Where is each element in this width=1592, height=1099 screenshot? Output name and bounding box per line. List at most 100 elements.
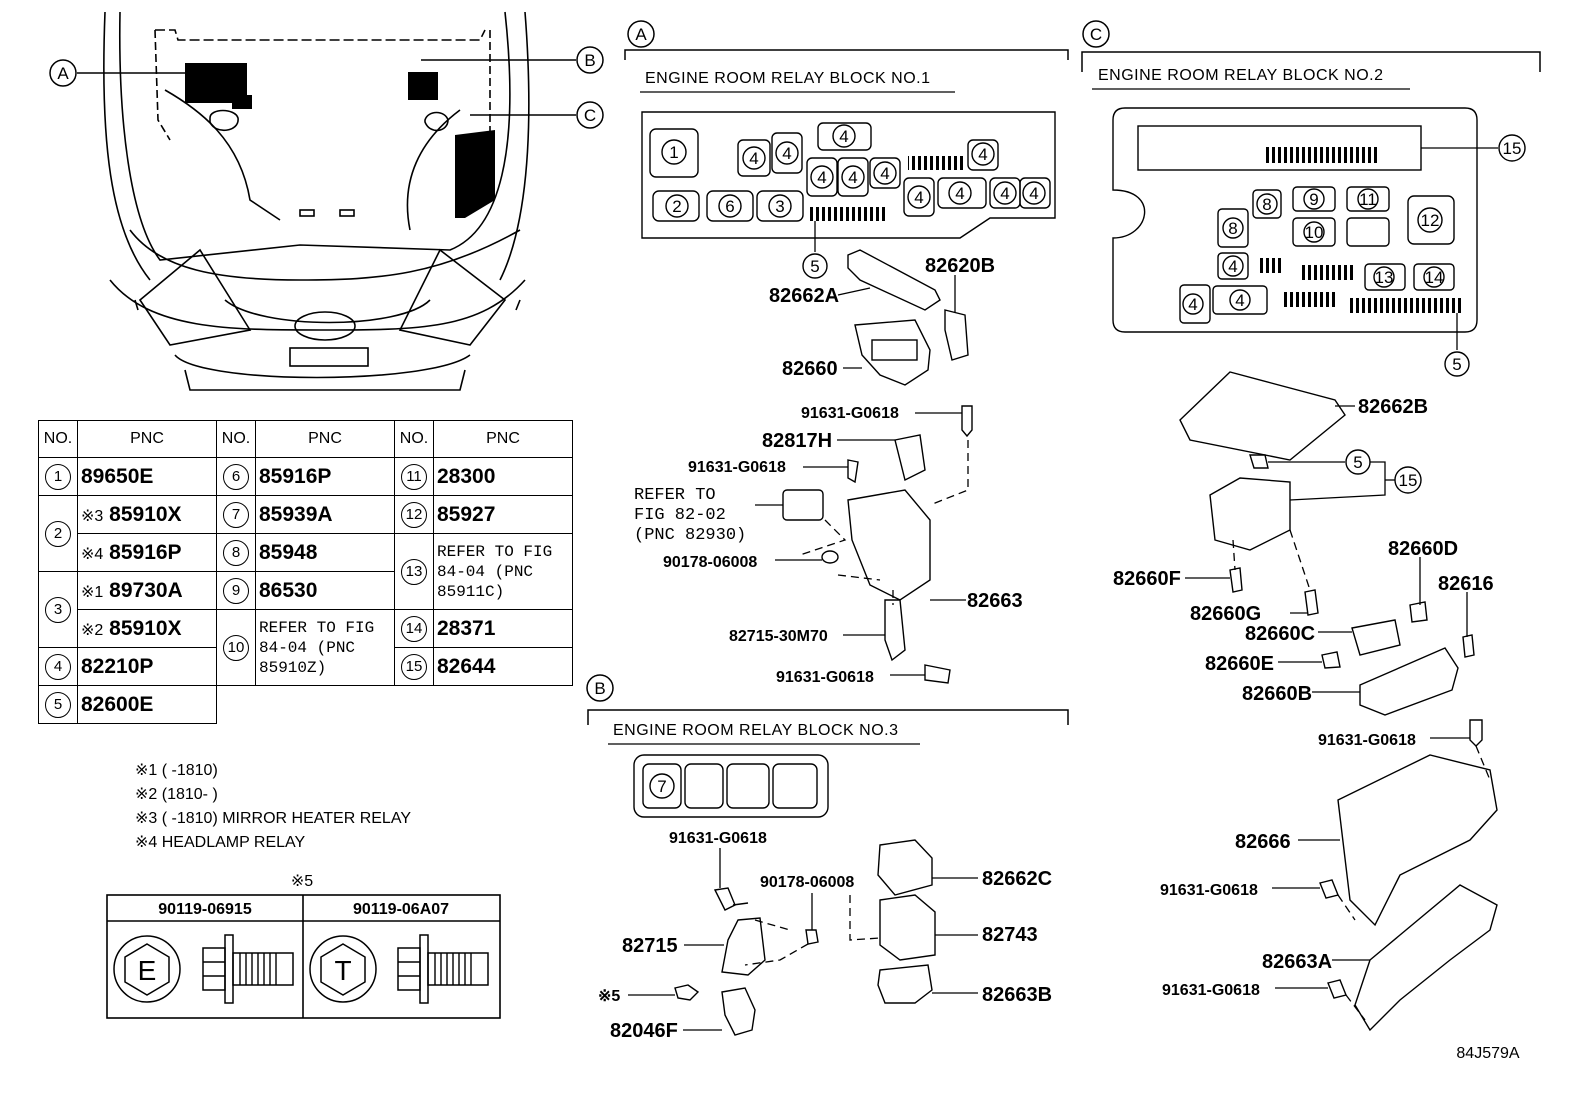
- svg-text:4: 4: [978, 145, 987, 164]
- label-82662C: 82662C: [982, 868, 1052, 890]
- row-no-11: 11: [394, 457, 434, 496]
- callout-b-vehicle: B: [576, 46, 604, 74]
- label-82715-30M70: 82715-30M70: [729, 628, 828, 645]
- label-90178-06008-b: 90178-06008: [760, 874, 854, 891]
- note-3: ※3 ( -1810) MIRROR HEATER RELAY: [135, 810, 411, 827]
- pnc-14: 28371: [433, 609, 573, 648]
- label-91631-G0618-c1: 91631-G0618: [1318, 732, 1416, 749]
- relay-block-no1-layout: [641, 111, 1056, 239]
- svg-text:4: 4: [1029, 184, 1038, 203]
- header-no: NO.: [394, 420, 434, 458]
- svg-text:B: B: [584, 51, 595, 70]
- figure-code: 84J579A: [1456, 1045, 1519, 1062]
- pnc-3b: ※2 85910X: [77, 609, 217, 648]
- bolt-table-title: ※5: [291, 873, 313, 890]
- header-pnc: PNC: [433, 420, 573, 458]
- label-82666: 82666: [1235, 831, 1291, 853]
- pnc-9: 86530: [255, 571, 395, 610]
- label-91631-G0618-a2: 91631-G0618: [688, 459, 786, 476]
- callout-5-c-cover: 5: [1345, 449, 1371, 475]
- row-no-5: 5: [38, 685, 78, 724]
- label-82660B: 82660B: [1242, 683, 1312, 705]
- section-a: A ENGINE ROOM RELAY BLOCK NO.1: [624, 20, 1069, 686]
- fuse-row: [908, 156, 963, 170]
- svg-text:3: 3: [775, 197, 784, 216]
- fuse-row: [1282, 292, 1336, 307]
- row-no-14: 14: [394, 609, 434, 648]
- row-no-15: 15: [394, 647, 434, 686]
- callout-c-vehicle: C: [576, 101, 604, 129]
- svg-text:2: 2: [672, 197, 681, 216]
- pnc-table: NO. PNC NO. PNC NO. PNC 1 89650E 6 85916…: [38, 420, 573, 724]
- footnotes: ※1 ( -1810) ※2 (1810- ) ※3 ( -1810) MIRR…: [135, 762, 411, 851]
- svg-text:13: 13: [1375, 268, 1394, 287]
- row-no-9: 9: [216, 571, 256, 610]
- header-pnc: PNC: [77, 420, 217, 458]
- relay-block-no1-numbers: 1 2 6 3 4 4 4 4 4 4 4 4 4 4 4: [669, 127, 1038, 216]
- svg-text:12: 12: [1421, 211, 1440, 230]
- svg-text:4: 4: [1188, 295, 1197, 314]
- pnc-6: 85916P: [255, 457, 395, 496]
- callout-c: C: [1090, 25, 1102, 44]
- label-82663B: 82663B: [982, 984, 1052, 1006]
- row-no-13: 13: [394, 533, 434, 610]
- svg-text:8: 8: [1228, 219, 1237, 238]
- pnc-4: 82210P: [77, 647, 217, 686]
- svg-text:4: 4: [914, 188, 923, 207]
- label-82620B: 82620B: [925, 255, 995, 277]
- pnc-7: 85939A: [255, 495, 395, 534]
- label-82660G: 82660G: [1190, 603, 1261, 625]
- pnc-1: 89650E: [77, 457, 217, 496]
- section-b: B ENGINE ROOM RELAY BLOCK NO.3 7: [586, 674, 1069, 1042]
- svg-text:4: 4: [782, 144, 791, 163]
- header-pnc: PNC: [255, 420, 395, 458]
- callout-b: B: [594, 679, 605, 698]
- pnc-8: 85948: [255, 533, 395, 572]
- row-no-8: 8: [216, 533, 256, 572]
- callout-a-vehicle: A: [49, 59, 77, 87]
- fuse-callout-5: 5: [802, 253, 828, 279]
- bolt-col-1: 90119-06915: [158, 901, 252, 918]
- bolt-mark-e: E: [138, 955, 157, 986]
- svg-text:5: 5: [1452, 355, 1461, 374]
- ref-note-1: REFER TO: [634, 486, 716, 505]
- svg-text:10: 10: [1305, 223, 1324, 242]
- block-title-no2: ENGINE ROOM RELAY BLOCK NO.2: [1098, 67, 1383, 84]
- label-91631-G0618-c2: 91631-G0618: [1160, 882, 1258, 899]
- label-82715: 82715: [622, 935, 678, 957]
- section-b-parts: [674, 839, 936, 1036]
- relay-block-b-location: [408, 72, 438, 100]
- row-no-12: 12: [394, 495, 434, 534]
- label-82663A: 82663A: [1262, 951, 1332, 973]
- pnc-2b: ※4 85916P: [77, 533, 217, 572]
- block-title-no3: ENGINE ROOM RELAY BLOCK NO.3: [613, 722, 898, 739]
- label-82616: 82616: [1438, 573, 1494, 595]
- svg-text:8: 8: [1262, 195, 1271, 214]
- row-no-7: 7: [216, 495, 256, 534]
- svg-text:5: 5: [1353, 453, 1362, 472]
- row-no-2: 2: [38, 495, 78, 572]
- section-c: C ENGINE ROOM RELAY BLOCK NO.2: [1081, 20, 1541, 1032]
- callout-a: A: [635, 25, 647, 44]
- svg-text:11: 11: [1359, 190, 1377, 209]
- pnc-11: 28300: [433, 457, 573, 496]
- note-4: ※4 HEADLAMP RELAY: [135, 834, 306, 851]
- label-82660E: 82660E: [1205, 653, 1274, 675]
- label-82660D: 82660D: [1388, 538, 1458, 560]
- svg-text:5: 5: [810, 257, 819, 276]
- svg-text:A: A: [57, 64, 69, 83]
- fuse-row: [1258, 258, 1282, 273]
- label-90178-06008-a: 90178-06008: [663, 554, 757, 571]
- label-82663: 82663: [967, 590, 1023, 612]
- bolt-table: ※5 90119-06915 90119-06A07: [106, 873, 501, 1019]
- fuse-row: [1264, 147, 1378, 163]
- fuse-row: [810, 207, 888, 221]
- row-no-3: 3: [38, 571, 78, 648]
- label-82660C: 82660C: [1245, 623, 1315, 645]
- pnc-5: 82600E: [77, 685, 217, 724]
- relay-block-a-location: [232, 95, 252, 109]
- fuse-callout-5-c: 5: [1444, 351, 1470, 377]
- label-82743: 82743: [982, 924, 1038, 946]
- label-82046F: 82046F: [610, 1020, 678, 1042]
- label-91631-G0618-a1: 91631-G0618: [801, 405, 899, 422]
